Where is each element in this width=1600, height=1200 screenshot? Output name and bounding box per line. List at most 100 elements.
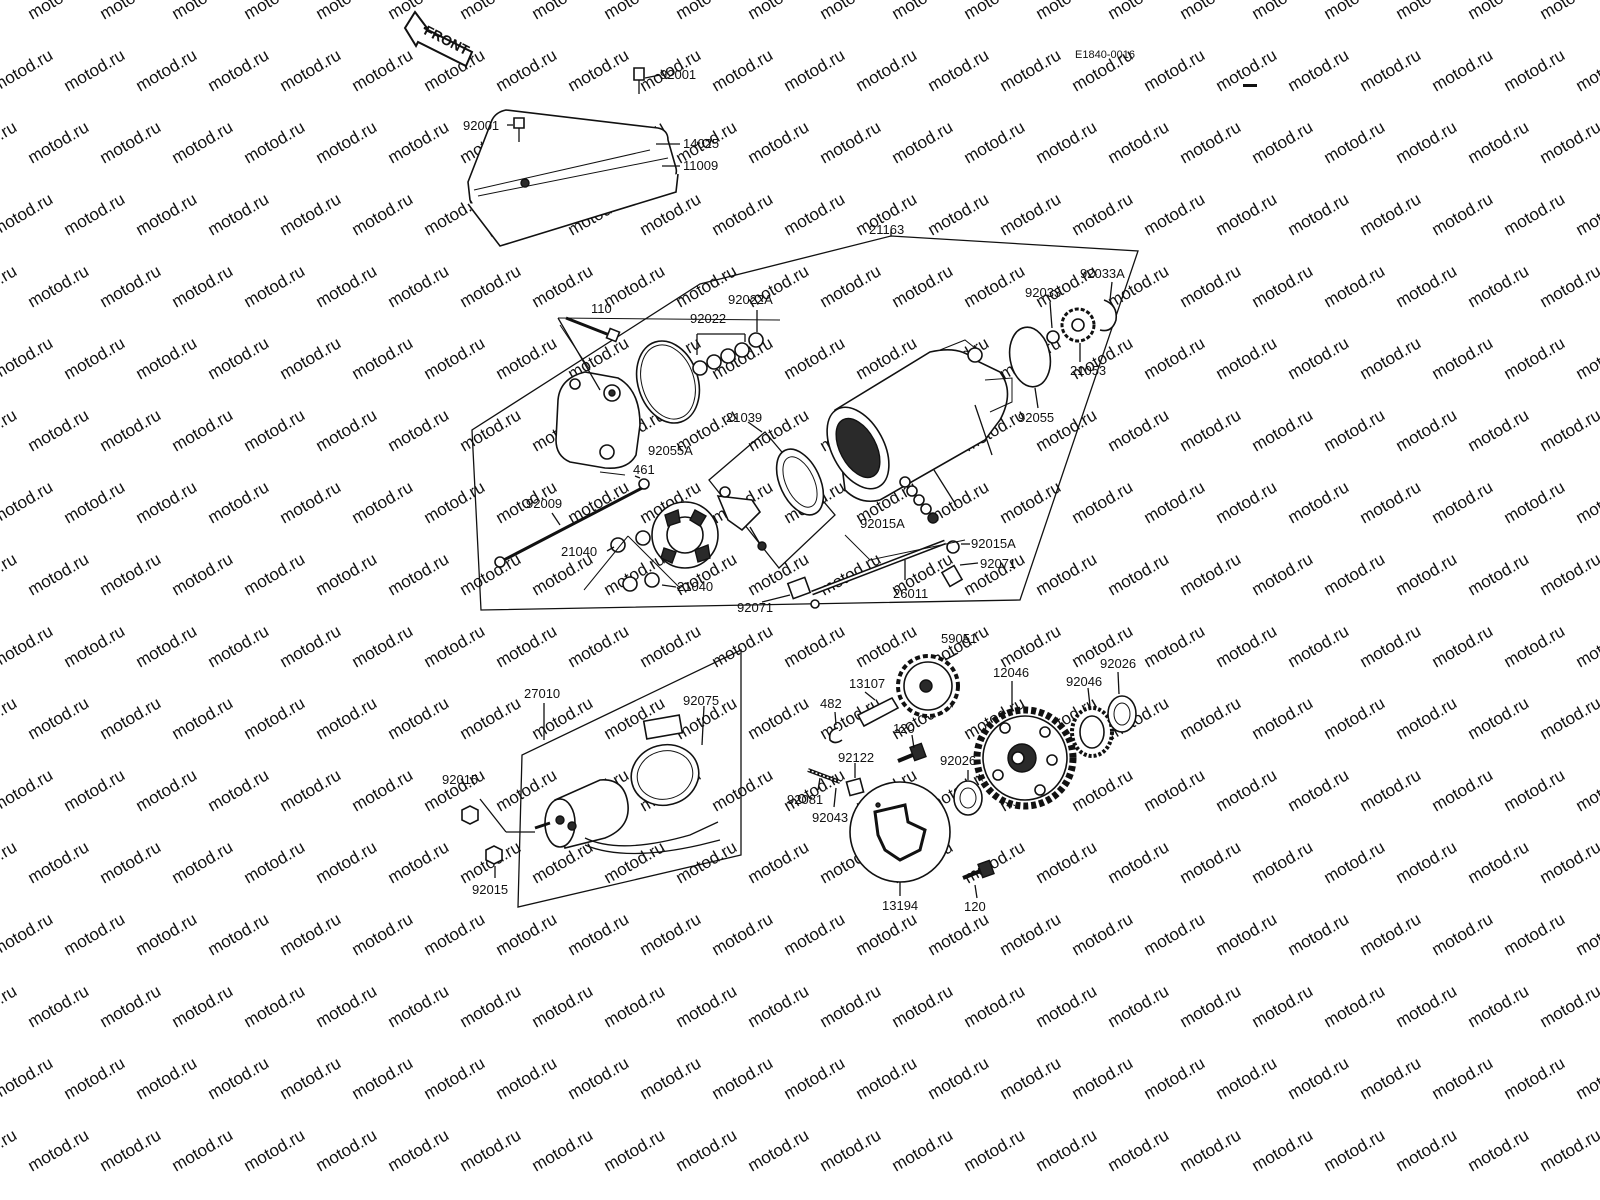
watermark-text: motod.ru [169, 261, 237, 311]
watermark-text: motod.ru [241, 405, 309, 455]
watermark-text: motod.ru [1537, 117, 1600, 167]
watermark-text: motod.ru [1285, 909, 1353, 959]
watermark-text: motod.ru [61, 189, 129, 239]
watermark-text: motod.ru [61, 765, 129, 815]
watermark-text: motod.ru [1069, 765, 1137, 815]
clip-482 [828, 727, 843, 744]
watermark-text: motod.ru [349, 1053, 417, 1103]
watermark-text: motod.ru [313, 0, 381, 23]
watermark-text: motod.ru [277, 333, 345, 383]
watermark-text: motod.ru [1105, 837, 1173, 887]
watermark-text: motod.ru [385, 1125, 453, 1175]
watermark-text: motod.ru [385, 837, 453, 887]
watermark-text: motod.ru [1429, 477, 1497, 527]
watermark-text: motod.ru [925, 909, 993, 959]
watermark-text: motod.ru [1573, 1053, 1600, 1103]
watermark-text: motod.ru [925, 189, 993, 239]
watermark-text: motod.ru [97, 837, 165, 887]
label-59051: 59051 [941, 631, 977, 646]
watermark-text: motod.ru [493, 45, 561, 95]
watermark-text: motod.ru [1033, 1125, 1101, 1175]
watermark-text: motod.ru [1357, 765, 1425, 815]
label-92122: 92122 [838, 750, 874, 765]
watermark-text: motod.ru [1501, 1053, 1569, 1103]
watermark-text: motod.ru [925, 45, 993, 95]
watermark-text: motod.ru [25, 117, 93, 167]
watermark-text: motod.ru [1141, 477, 1209, 527]
watermark-text: motod.ru [997, 621, 1065, 671]
watermark-text: motod.ru [1249, 0, 1317, 23]
watermark-text: motod.ru [1321, 693, 1389, 743]
watermark-text: motod.ru [1573, 477, 1600, 527]
pinion-21053 [1060, 307, 1096, 343]
label-92009: 92009 [526, 496, 562, 511]
shaft-13107 [856, 691, 900, 728]
watermark-text: motod.ru [817, 981, 885, 1031]
watermark-text: motod.ru [0, 1053, 56, 1103]
watermark-text: motod.ru [1573, 909, 1600, 959]
watermark-text: motod.ru [889, 981, 957, 1031]
bearing-92046 [1070, 687, 1114, 758]
watermark-text: motod.ru [133, 909, 201, 959]
watermark-text: motod.ru [889, 1125, 957, 1175]
watermark-text: motod.ru [457, 693, 525, 743]
brush-21040-b [622, 576, 638, 592]
watermark-text: motod.ru [349, 189, 417, 239]
front-arrow: FRONT [403, 10, 474, 68]
watermark-text: motod.ru [709, 909, 777, 959]
washer-92026-b [1107, 695, 1137, 733]
watermark-text: motod.ru [1321, 1125, 1389, 1175]
watermark-text: motod.ru [97, 117, 165, 167]
watermark-text: motod.ru [313, 549, 381, 599]
watermark-text: motod.ru [0, 45, 56, 95]
label-482: 482 [820, 696, 842, 711]
watermark-text: motod.ru [1249, 981, 1317, 1031]
watermark-text: motod.ru [1393, 1125, 1461, 1175]
bolt-120-b [962, 859, 995, 899]
watermark-text: motod.ru [1177, 117, 1245, 167]
watermark-text: motod.ru [1069, 1053, 1137, 1103]
watermark-text: motod.ru [1357, 45, 1425, 95]
watermark-text: motod.ru [745, 981, 813, 1031]
watermark-text: motod.ru [1393, 405, 1461, 455]
watermark-text: motod.ru [529, 1125, 597, 1175]
watermark-text: motod.ru [673, 981, 741, 1031]
bolt-110 [557, 316, 781, 391]
watermark-text: motod.ru [1393, 549, 1461, 599]
watermark-text: motod.ru [169, 0, 237, 23]
watermark-text: motod.ru [205, 909, 273, 959]
watermark-text: motod.ru [493, 333, 561, 383]
watermark-text: motod.ru [1141, 765, 1209, 815]
watermark-text: motod.ru [241, 0, 309, 23]
watermark-text: motod.ru [1357, 909, 1425, 959]
watermark-text: motod.ru [385, 261, 453, 311]
watermark-text: motod.ru [745, 837, 813, 887]
watermark-text: motod.ru [997, 909, 1065, 959]
watermark-text: motod.ru [277, 909, 345, 959]
watermark-text: motod.ru [349, 765, 417, 815]
watermark-text: motod.ru [1141, 333, 1209, 383]
label-92043: 92043 [812, 810, 848, 825]
watermark-text: motod.ru [421, 333, 489, 383]
watermark-text: motod.ru [637, 621, 705, 671]
watermark-text: motod.ru [1393, 981, 1461, 1031]
watermark-text: motod.ru [0, 261, 20, 311]
watermark-text: motod.ru [169, 981, 237, 1031]
watermark-text: motod.ru [565, 477, 633, 527]
label-92081: 92081 [787, 792, 823, 807]
watermark-text: motod.ru [1501, 333, 1569, 383]
watermark-text: motod.ru [745, 1125, 813, 1175]
watermark-text: motod.ru [781, 189, 849, 239]
watermark-text: motod.ru [1105, 405, 1173, 455]
watermark-text: motod.ru [817, 549, 885, 599]
watermark-text: motod.ru [1249, 549, 1317, 599]
label-92015A-b: 92015A [971, 536, 1016, 551]
watermark-text: motod.ru [349, 333, 417, 383]
watermark-text: motod.ru [385, 405, 453, 455]
watermark-text: motod.ru [781, 909, 849, 959]
watermark-text: motod.ru [1537, 693, 1600, 743]
watermark-text: motod.ru [1465, 549, 1533, 599]
watermark-text: motod.ru [1213, 45, 1281, 95]
watermark-text: motod.ru [169, 405, 237, 455]
label-92001-b: 92001 [463, 118, 499, 133]
